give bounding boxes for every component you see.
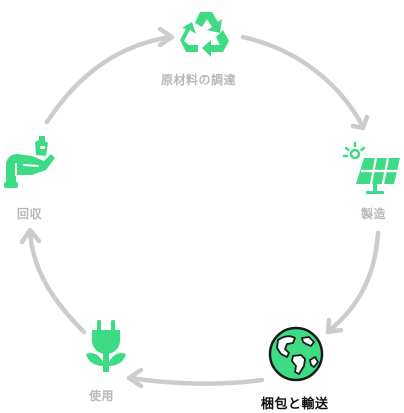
arrow-use-to-recovery [27,229,87,335]
solar-panel-icon [342,141,400,194]
step-recovery-label: 回収 [17,207,43,221]
arrow-manufacturing-to-packaging [327,230,381,333]
step-packaging[interactable] [268,326,324,382]
recycle-icon [180,12,229,57]
collection-hand-icon [4,136,55,188]
arrowhead-recovery-to-sourcing [157,26,175,48]
plug-icon [86,320,126,372]
step-use [82,318,130,374]
step-packaging-label: 梱包と輸送 [261,397,329,412]
arrow-sourcing-to-manufacturing [240,34,365,128]
step-sourcing-label: 原材料の調達 [161,73,237,87]
step-recovery [2,134,62,194]
arrow-recovery-to-sourcing [44,34,173,125]
step-use-label: 使用 [89,389,115,403]
step-manufacturing [342,140,402,196]
step-sourcing [178,6,234,62]
globe-icon [268,326,324,382]
arrowhead-manufacturing-to-packaging [325,317,344,335]
arrow-packaging-to-use [127,375,265,386]
arrowhead-use-to-recovery [19,227,42,245]
arrowhead-packaging-to-use [126,367,144,389]
arrowhead-sourcing-to-manufacturing [350,114,370,131]
step-manufacturing-label: 製造 [361,207,387,221]
